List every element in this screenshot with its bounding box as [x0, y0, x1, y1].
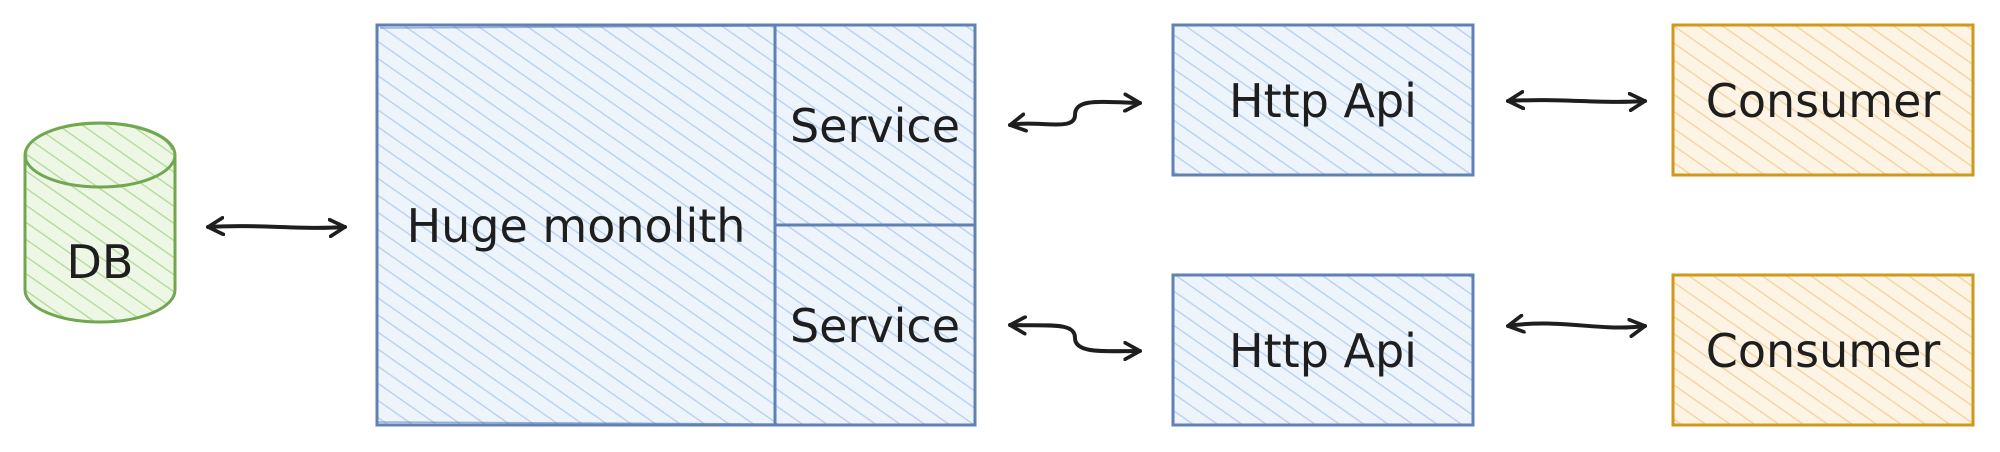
- consumer-top-label: Consumer: [1706, 74, 1941, 128]
- arrow-service-api-bottom: [1008, 325, 1142, 351]
- http-api-bottom-label: Http Api: [1229, 324, 1417, 378]
- db-label: DB: [67, 235, 134, 289]
- consumer-top-node[interactable]: Consumer: [1671, 23, 1975, 177]
- db-cylinder-top: [23, 121, 177, 189]
- consumer-top-box: [1671, 23, 1975, 177]
- http-api-top-label: Http Api: [1229, 74, 1417, 128]
- service-bottom-node[interactable]: Service: [773, 223, 977, 427]
- http-api-bottom-box: [1171, 273, 1475, 427]
- http-api-bottom-node[interactable]: Http Api: [1171, 273, 1475, 427]
- monolith-node[interactable]: Huge monolith: [375, 23, 777, 427]
- arrow-api-consumer-top: [1506, 100, 1647, 102]
- arrow-api-consumer-bottom: [1506, 323, 1647, 327]
- service-top-box: [773, 23, 977, 227]
- db-node[interactable]: DB: [23, 121, 177, 324]
- service-top-label: Service: [790, 99, 960, 153]
- consumer-bottom-node[interactable]: Consumer: [1671, 273, 1975, 427]
- monolith-label: Huge monolith: [407, 199, 746, 253]
- http-api-top-box: [1171, 23, 1475, 177]
- arrow-service-api-top: [1008, 102, 1142, 125]
- http-api-top-node[interactable]: Http Api: [1171, 23, 1475, 177]
- consumer-bottom-box: [1671, 273, 1975, 427]
- service-top-node[interactable]: Service: [773, 23, 977, 227]
- db-cylinder-body: [23, 155, 177, 324]
- arrow-db-monolith: [206, 226, 347, 228]
- service-bottom-label: Service: [790, 299, 960, 353]
- service-bottom-box: [773, 223, 977, 427]
- monolith-box: [375, 23, 777, 427]
- consumer-bottom-label: Consumer: [1706, 324, 1941, 378]
